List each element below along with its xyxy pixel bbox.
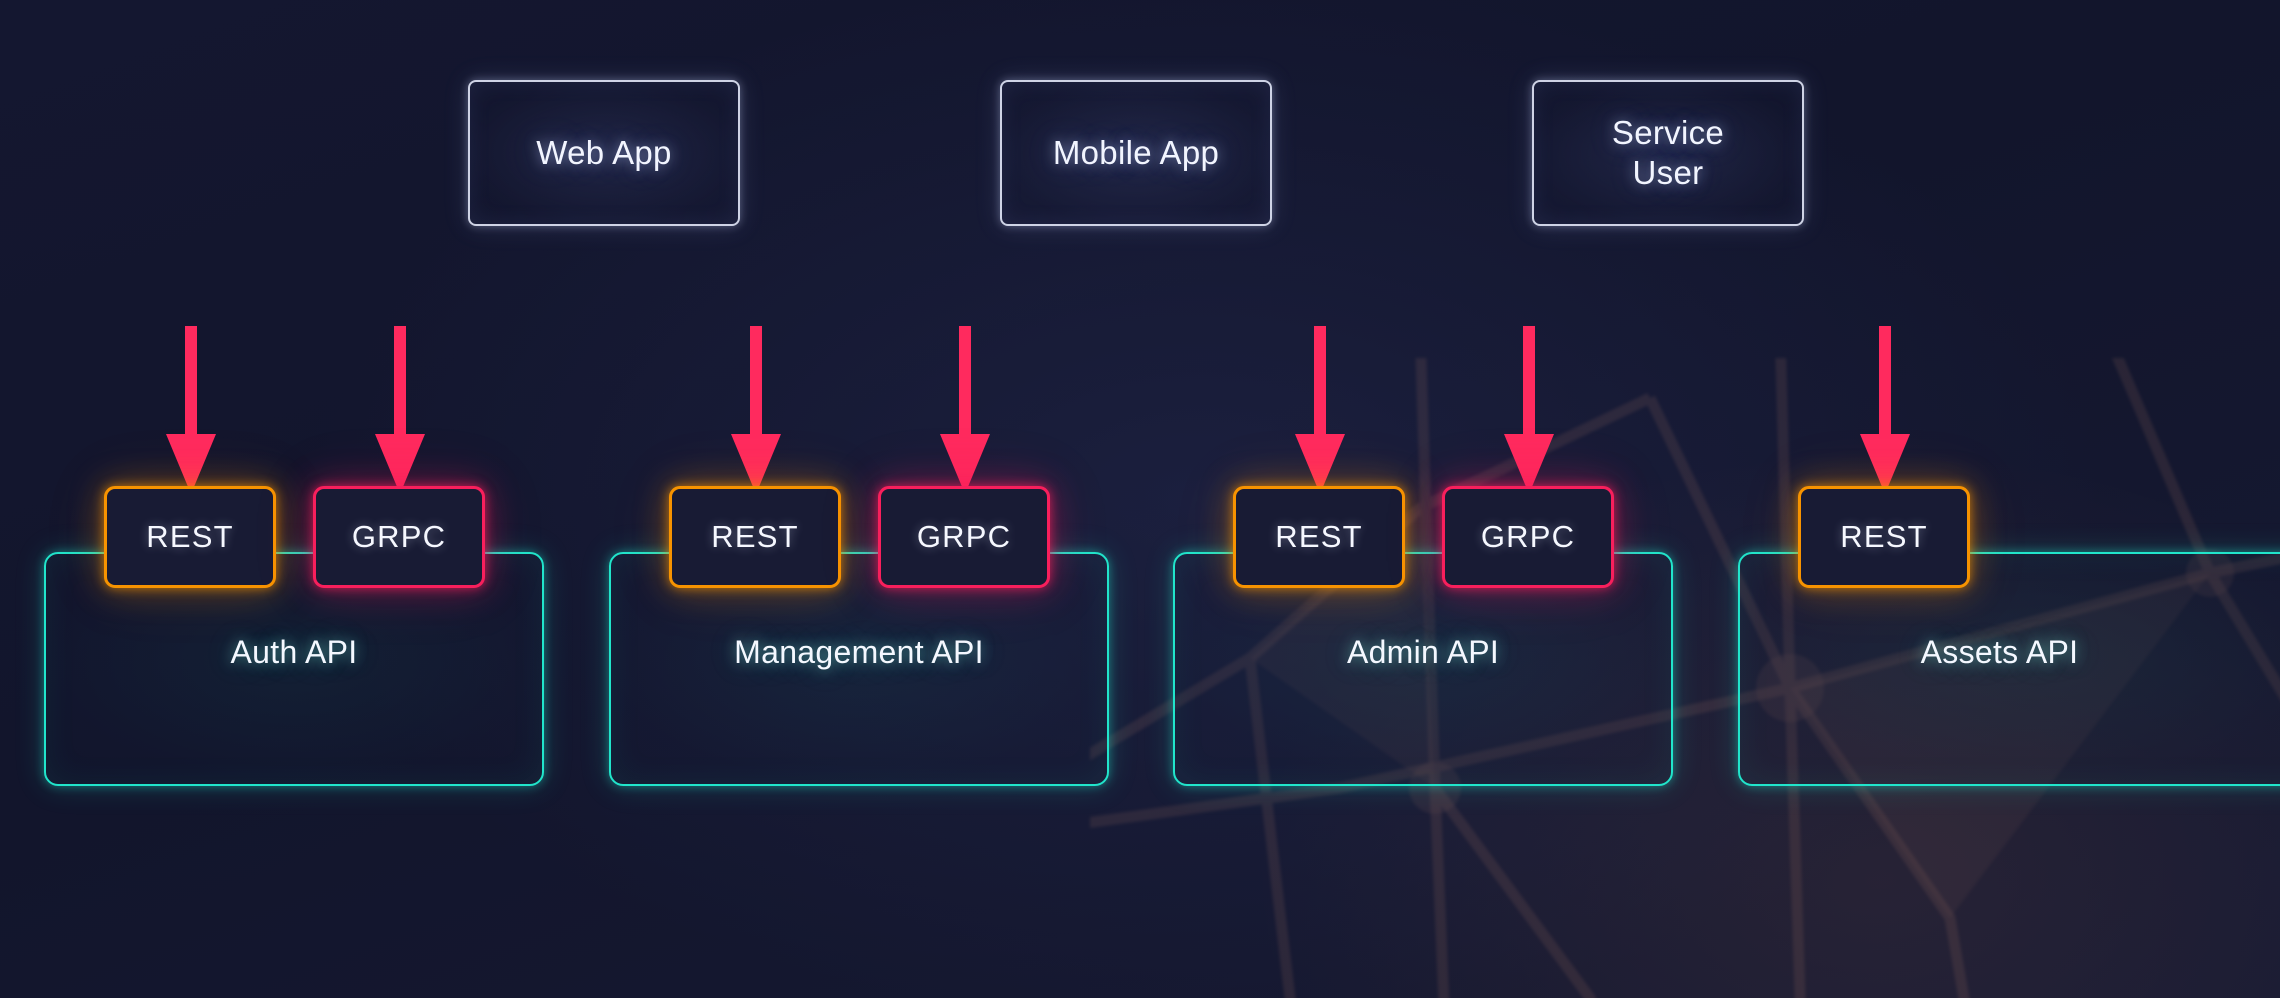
api-group-admin-api[interactable]: Admin API xyxy=(1173,552,1673,786)
arrow-down-icon-assets-rest xyxy=(1860,326,1910,494)
protocol-chip-management-grpc[interactable]: GRPC xyxy=(878,486,1050,588)
arrow-down-icon-auth-rest xyxy=(166,326,216,494)
protocol-label-assets-rest: REST xyxy=(1840,519,1928,554)
api-group-label-admin-api: Admin API xyxy=(1346,634,1500,670)
protocol-label-auth-rest: REST xyxy=(146,519,234,554)
arrow-down-icon-auth-grpc xyxy=(375,326,425,494)
protocol-chip-auth-grpc[interactable]: GRPC xyxy=(313,486,485,588)
client-box-web-app[interactable]: Web App xyxy=(468,80,740,226)
protocol-label-auth-grpc: GRPC xyxy=(351,519,447,554)
protocol-label-management-grpc: GRPC xyxy=(916,519,1012,554)
arrow-down-icon-admin-rest xyxy=(1295,326,1345,494)
api-group-label-auth-api: Auth API xyxy=(230,634,358,670)
client-box-service-user[interactable]: Service User xyxy=(1532,80,1804,226)
protocol-chip-auth-rest[interactable]: REST xyxy=(104,486,276,588)
api-group-auth-api[interactable]: Auth API xyxy=(44,552,544,786)
arrow-down-icon-admin-grpc xyxy=(1504,326,1554,494)
protocol-label-admin-rest: REST xyxy=(1275,519,1363,554)
client-label-mobile-app: Mobile App xyxy=(1052,133,1220,171)
client-label-service-user: Service User xyxy=(1611,113,1725,191)
arrow-down-icon-management-grpc xyxy=(940,326,990,494)
api-group-label-management-api: Management API xyxy=(734,634,984,670)
protocol-chip-admin-grpc[interactable]: GRPC xyxy=(1442,486,1614,588)
protocol-chip-management-rest[interactable]: REST xyxy=(669,486,841,588)
client-box-mobile-app[interactable]: Mobile App xyxy=(1000,80,1272,226)
protocol-label-admin-grpc: GRPC xyxy=(1480,519,1576,554)
api-group-label-assets-api: Assets API xyxy=(1920,634,2079,670)
arrow-down-icon-management-rest xyxy=(731,326,781,494)
protocol-chip-admin-rest[interactable]: REST xyxy=(1233,486,1405,588)
client-label-web-app: Web App xyxy=(536,133,672,171)
protocol-label-management-rest: REST xyxy=(711,519,799,554)
protocol-chip-assets-rest[interactable]: REST xyxy=(1798,486,1970,588)
